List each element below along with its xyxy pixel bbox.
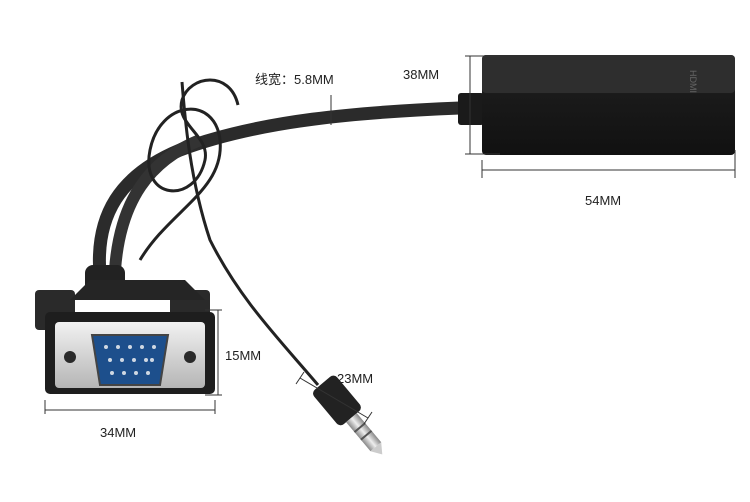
dimension-lines: [44, 55, 736, 425]
adapter-height-label: 38MM: [403, 67, 440, 82]
audio-jack: [313, 375, 383, 455]
adapter-length-label: 54MM: [585, 193, 622, 208]
vga-height-label: 15MM: [225, 348, 262, 363]
vga-width-label: 34MM: [100, 425, 137, 440]
vga-connector: [35, 265, 215, 394]
vga-pins: [90, 334, 170, 386]
adapter-print: HDMI: [688, 70, 698, 93]
audio-jack-size-label: 23MM: [337, 371, 374, 386]
audio-cable: [138, 78, 320, 386]
hdmi-adapter-box: HDMI: [458, 55, 735, 155]
cable-width-label: 线宽：5.8MM: [255, 72, 334, 87]
main-cable: [92, 101, 461, 276]
